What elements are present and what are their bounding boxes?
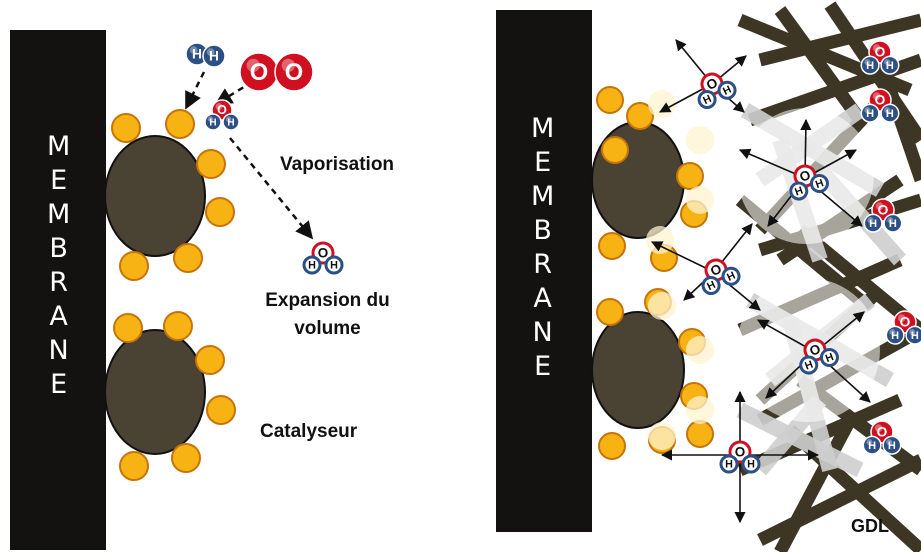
membrane-letter: R xyxy=(533,249,553,280)
membrane-letter: M xyxy=(47,199,71,230)
hydrogen-atom-letter: H xyxy=(868,440,876,452)
hydrogen-atom-letter: H xyxy=(209,49,219,64)
label-gdl: GDL xyxy=(851,516,889,536)
oxygen-atom-letter: O xyxy=(878,203,889,218)
water-vapour-molecule: OHH xyxy=(701,258,741,296)
membrane-letter: M xyxy=(531,181,555,212)
water-vapour-molecule: OH H xyxy=(302,241,344,275)
hydrogen-atom-letter: H xyxy=(227,117,234,128)
membrane-letter: E xyxy=(50,165,68,196)
label-catalyseur: Catalyseur xyxy=(260,421,358,442)
hydrogen-atom-letter: H xyxy=(793,185,805,199)
hydrogen-atom-letter: H xyxy=(888,440,896,452)
membrane-letter: M xyxy=(47,131,71,162)
oxygen-atom-letter: O xyxy=(875,93,886,108)
hydrogen-atom-letter: H xyxy=(891,330,899,342)
hydrogen-atom-letter: H xyxy=(308,260,316,272)
oxygen-atom-letter: O xyxy=(735,445,746,460)
oxygen-atom-letter: O xyxy=(318,246,329,261)
membrane-letter: M xyxy=(531,113,555,144)
label-vaporisation: Vaporisation xyxy=(280,154,395,175)
catalyst-particle-bottom xyxy=(104,311,236,481)
water-vapour-molecule: OH H xyxy=(719,440,761,474)
hydrogen-atom-letter: H xyxy=(725,459,733,471)
oxygen-atom-letter: O xyxy=(900,315,911,330)
oxygen-atom-letter: O xyxy=(250,59,268,86)
hydrogen-atom-letter: H xyxy=(869,218,877,230)
oxygen-atom-letter: O xyxy=(877,425,888,440)
membrane-letter: N xyxy=(48,335,69,366)
membrane-letter: N xyxy=(532,317,553,348)
catalyst-particle-top-right xyxy=(591,86,708,272)
gdl-fiber-mat xyxy=(735,1,921,552)
membrane-left xyxy=(10,30,106,550)
hydrogen-atom-letter: H xyxy=(330,260,338,272)
membrane-letter: B xyxy=(533,215,552,246)
membrane-letter: E xyxy=(534,147,552,178)
oxygen-atom-letter: O xyxy=(797,167,812,185)
hydrogen-atom-letter: H xyxy=(747,459,755,471)
oxygen-atom-letter: O xyxy=(807,341,822,359)
oxygen-atom-letter: O xyxy=(875,45,886,60)
hydrogen-atom-letter: H xyxy=(886,60,894,72)
hydrogen-atom-letter: H xyxy=(209,117,216,128)
water-vapour-molecule: OHH xyxy=(789,164,829,201)
membrane-letter: R xyxy=(49,267,69,298)
membrane-letter: A xyxy=(533,283,552,314)
membrane-letter: B xyxy=(49,233,68,264)
membrane-letter: E xyxy=(534,351,552,382)
hydrogen-atom-letter: H xyxy=(866,60,874,72)
catalyst-particle-top xyxy=(104,109,235,281)
membrane-letter: A xyxy=(49,301,68,332)
hydrogen-atom-letter: H xyxy=(824,351,836,365)
oxygen-atom-letter: O xyxy=(285,59,303,86)
hydrogen-atom-letter: H xyxy=(911,330,919,342)
membrane-right xyxy=(496,10,592,532)
reaction-arrows xyxy=(184,71,314,240)
hydrogen-atom-letter: H xyxy=(886,108,894,120)
oxygen-atom-letter: O xyxy=(217,103,227,117)
label-expansion-line2: volume xyxy=(294,318,361,339)
label-expansion-line1: Expansion du xyxy=(265,290,390,311)
hydrogen-atom-letter: H xyxy=(814,177,826,191)
water-vapour-molecule: OHH xyxy=(697,72,737,110)
membrane-letter: E xyxy=(50,369,68,400)
hydrogen-atom-letter: H xyxy=(803,359,815,373)
hydrogen-atom-letter: H xyxy=(192,47,202,62)
water-vapour-molecule: OHH xyxy=(799,338,839,375)
hydrogen-atom-letter: H xyxy=(866,108,874,120)
hydrogen-atom-letter: H xyxy=(889,218,897,230)
